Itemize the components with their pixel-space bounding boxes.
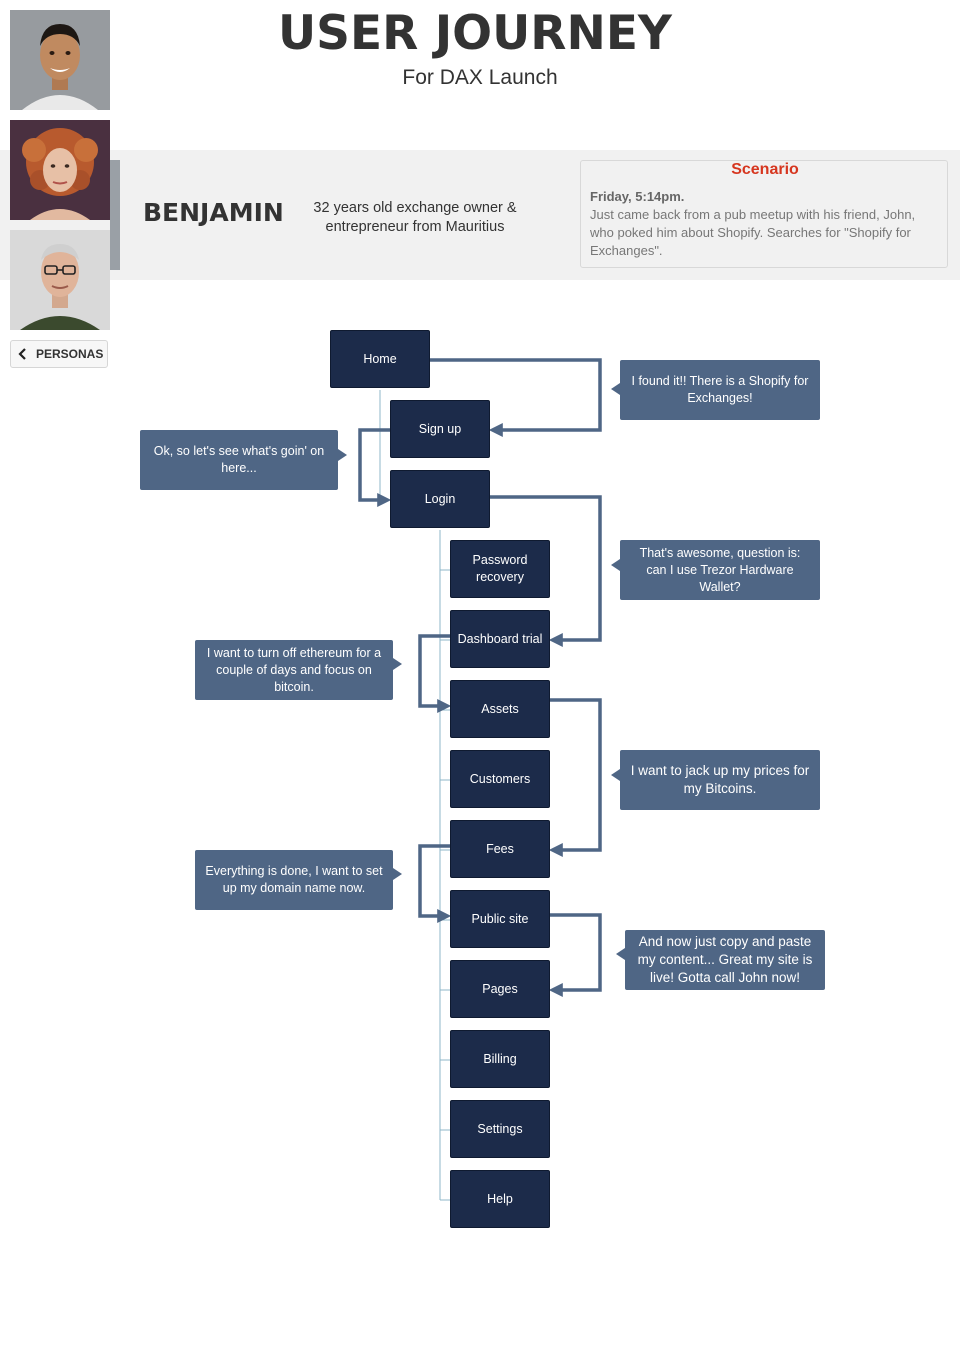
node-pages[interactable]: Pages [450,960,550,1018]
chevron-left-icon [18,348,26,360]
node-customers[interactable]: Customers [450,750,550,808]
node-billing[interactable]: Billing [450,1030,550,1088]
node-public-site[interactable]: Public site [450,890,550,948]
node-home[interactable]: Home [330,330,430,388]
bubble-pointers [338,383,625,960]
connector-assets-fees [548,698,602,857]
connector-dashboard-assets [418,634,452,713]
page-title: USER JOURNEY [278,6,672,61]
persona-name: BENJAMIN [143,198,284,227]
node-dashboard-trial[interactable]: Dashboard trial [450,610,550,668]
persona-description: 32 years old exchange owner & entreprene… [313,200,517,235]
personas-button[interactable]: PERSONAS [10,340,108,368]
scenario-title: Scenario [731,161,799,178]
comment-found-it: I found it!! There is a Shopify for Exch… [620,360,820,420]
node-password-recovery[interactable]: Password recovery [450,540,550,598]
comment-domain: Everything is done, I want to set up my … [195,850,393,910]
scenario-card [580,160,948,268]
node-fees[interactable]: Fees [450,820,550,878]
connector-signup-login [358,428,392,507]
selected-avatar-edge [110,160,120,270]
avatar-persona-1[interactable] [10,10,110,110]
comment-lets-see: Ok, so let's see what's goin' on here... [140,430,338,490]
personas-button-label: PERSONAS [36,347,104,361]
connector-login-dashboard [490,495,602,647]
scenario-time: Friday, 5:14pm. [590,189,685,204]
connector-fees-publicsite [418,844,452,923]
connector-home-signup [430,358,602,437]
connector-publicsite-pages [548,913,602,997]
avatar-persona-3[interactable] [10,230,110,330]
comment-trezor: That's awesome, question is: can I use T… [620,540,820,600]
node-login[interactable]: Login [390,470,490,528]
avatar-persona-2[interactable] [10,120,110,220]
node-settings[interactable]: Settings [450,1100,550,1158]
scenario-text: Just came back from a pub meetup with hi… [590,207,916,258]
comment-ethereum: I want to turn off ethereum for a couple… [195,640,393,700]
node-help[interactable]: Help [450,1170,550,1228]
page-subtitle: For DAX Launch [402,66,558,89]
comment-prices: I want to jack up my prices for my Bitco… [620,750,820,810]
node-signup[interactable]: Sign up [390,400,490,458]
comment-copy-paste: And now just copy and paste my content..… [625,930,825,990]
node-assets[interactable]: Assets [450,680,550,738]
